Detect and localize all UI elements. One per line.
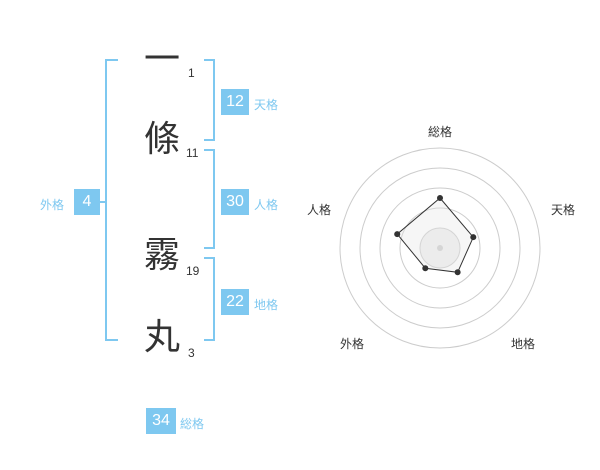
radar-point [437,195,443,201]
radar-ring [339,147,541,349]
name-char-1: 一 [143,39,180,80]
soukaku-value: 34 [146,408,176,434]
radar-ring [359,167,521,329]
stroke-count-3: 19 [186,264,200,278]
stroke-count-1: 1 [188,66,195,80]
radar-ring [399,207,481,289]
stroke-count-4: 3 [188,346,195,360]
radar-axis-label-gaikaku: 外格 [340,337,365,351]
radar-center [437,245,443,251]
chikaku-label: 地格 [254,298,279,312]
radar-axis-label-chikaku: 地格 [511,337,536,351]
tenkaku-label: 天格 [254,98,279,112]
radar-polygon [396,197,474,273]
radar-axis-label-soukaku: 総格 [428,125,453,139]
radar-point [454,269,461,276]
radar-point [470,234,477,241]
chikaku-value: 22 [221,289,249,315]
jinkaku-label: 人格 [254,198,279,212]
soukaku-label: 総格 [180,417,205,431]
stroke-count-2: 11 [186,146,199,160]
radar-point [422,265,429,272]
gaikaku-label: 外格 [40,198,65,212]
radar-point [394,231,401,238]
name-char-3: 霧 [143,235,180,276]
gaikaku-value: 4 [74,189,100,215]
jinkaku-value: 30 [221,189,249,215]
radar-axis-label-tenkaku: 天格 [551,203,576,217]
radar-ring [379,187,501,309]
name-char-4: 丸 [143,317,180,358]
radar-axis-label-jinkaku: 人格 [307,203,332,217]
name-char-2: 條 [143,119,180,160]
tenkaku-value: 12 [221,89,249,115]
